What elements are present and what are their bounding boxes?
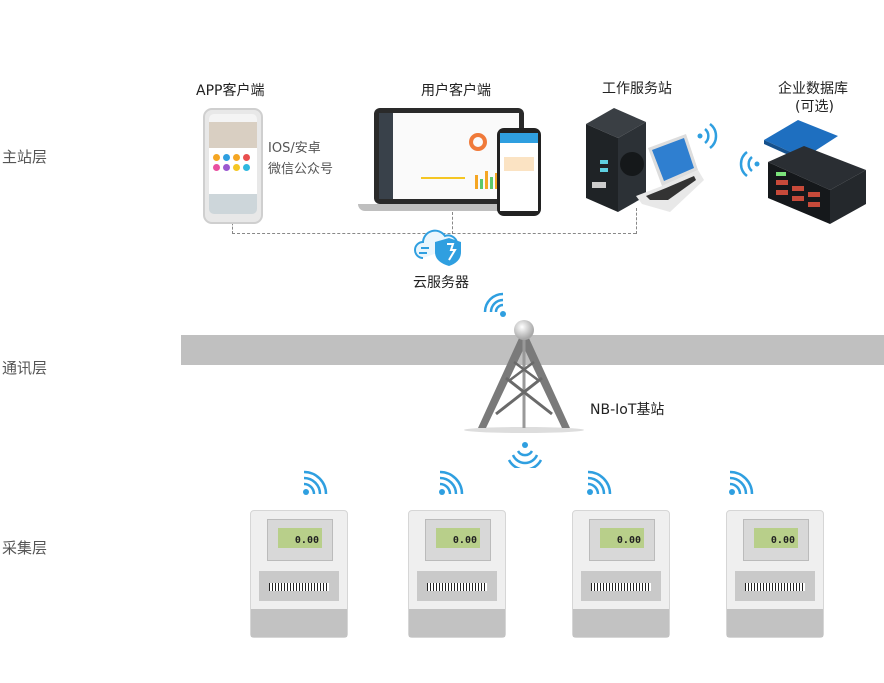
wifi-icon xyxy=(697,123,718,149)
app-client-title: APP客户端 xyxy=(196,83,265,99)
wifi-icon xyxy=(303,470,328,495)
meter-body: 0.00 xyxy=(408,510,506,638)
meter-body: 0.00 xyxy=(572,510,670,638)
wifi-icon xyxy=(508,442,542,468)
meter-display: 0.00 xyxy=(278,528,322,548)
wifi-icon xyxy=(729,470,754,495)
layer-label-master: 主站层 xyxy=(2,148,48,166)
laptop xyxy=(358,108,540,214)
meter-unit: 0.00 xyxy=(408,470,506,638)
app-platforms-line2: 微信公众号 xyxy=(268,162,334,177)
wifi-icon xyxy=(739,151,760,177)
layer-label-comm: 通讯层 xyxy=(2,359,48,377)
wifi-icon xyxy=(483,292,506,317)
tower-icon xyxy=(464,320,584,433)
meter-display: 0.00 xyxy=(600,528,644,548)
app-platforms-line1: IOS/安卓 xyxy=(268,141,321,156)
wifi-icon xyxy=(439,470,464,495)
connector-user xyxy=(452,212,453,234)
database-title-line2: (可选) xyxy=(795,99,834,115)
workstation-title: 工作服务站 xyxy=(602,81,672,97)
meter-unit: 0.00 xyxy=(572,470,670,638)
meter-unit: 0.00 xyxy=(726,470,824,638)
database-illustration xyxy=(764,120,866,224)
base-station-title: NB-IoT基站 xyxy=(590,402,665,418)
meter-display: 0.00 xyxy=(436,528,480,548)
meter-display: 0.00 xyxy=(754,528,798,548)
meter-body: 0.00 xyxy=(726,510,824,638)
workstation-illustration xyxy=(586,108,704,212)
wifi-icon xyxy=(587,470,612,495)
user-phone xyxy=(497,128,541,216)
connector-workstation xyxy=(636,208,637,234)
app-phone xyxy=(203,108,263,224)
meter-unit: 0.00 xyxy=(250,470,348,638)
connector-app xyxy=(232,218,233,234)
cloud-title: 云服务器 xyxy=(413,275,469,291)
layer-label-collect: 采集层 xyxy=(2,539,48,557)
database-title-line1: 企业数据库 xyxy=(778,81,848,97)
cloud-shield-icon xyxy=(414,229,461,266)
meter-body: 0.00 xyxy=(250,510,348,638)
user-client-title: 用户客户端 xyxy=(421,83,491,99)
